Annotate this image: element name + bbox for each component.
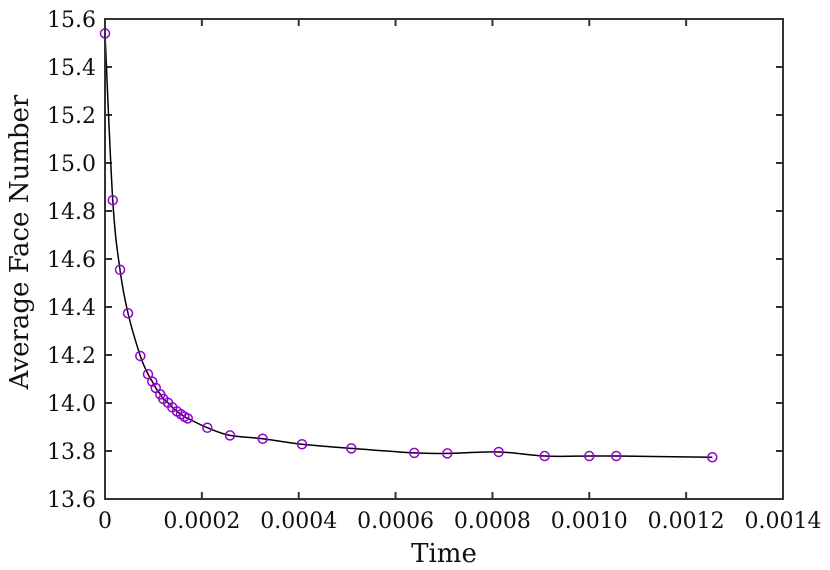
- x-tick-label: 0.0014: [745, 509, 822, 534]
- data-point-marker: [182, 413, 193, 424]
- data-point-marker: [224, 430, 236, 441]
- x-axis-ticks: [200, 19, 688, 499]
- x-tick-label: 0: [98, 509, 112, 534]
- data-point-marker: [202, 422, 213, 433]
- data-point-marker: [122, 307, 134, 319]
- plot-frame: [104, 18, 784, 500]
- y-tick-label: 15.6: [47, 8, 96, 33]
- data-point-marker: [346, 443, 357, 454]
- series-line: [104, 33, 713, 458]
- series-markers: [99, 28, 718, 463]
- data-point-marker: [584, 450, 595, 462]
- data-point-marker: [539, 450, 550, 462]
- data-point-marker: [442, 448, 453, 459]
- y-tick-label: 15.2: [47, 104, 96, 129]
- x-tick-label: 0.0010: [551, 509, 628, 534]
- y-tick-label: 14.2: [47, 344, 96, 369]
- x-tick-label: 0.0012: [648, 509, 725, 534]
- data-point-marker: [409, 447, 420, 459]
- x-tick-label: 0.0006: [357, 509, 434, 534]
- x-axis-tick-labels: 0 0.0002 0.0004 0.0006 0.0008 0.0010 0.0012 0.0…: [98, 509, 821, 534]
- data-point-marker: [611, 450, 622, 462]
- x-tick-label: 0.0004: [260, 509, 337, 534]
- x-axis-title: Time: [411, 539, 477, 569]
- x-tick-label: 0.0002: [163, 509, 240, 534]
- data-point-marker: [135, 350, 146, 362]
- y-tick-label: 14.8: [47, 200, 96, 225]
- y-tick-label: 14.6: [47, 248, 96, 273]
- data-point-marker: [257, 433, 268, 445]
- y-tick-label: 14.4: [47, 296, 96, 321]
- data-point-marker: [114, 264, 126, 276]
- data-point-marker: [107, 194, 118, 206]
- y-axis-ticks: [105, 66, 783, 452]
- x-tick-label: 0.0008: [454, 509, 531, 534]
- y-tick-label: 13.8: [47, 440, 96, 465]
- data-point-marker: [707, 451, 718, 463]
- y-axis-title: Average Face Number: [5, 94, 35, 390]
- data-point-marker: [147, 376, 158, 387]
- y-tick-label: 13.6: [47, 488, 96, 513]
- data-point-marker: [296, 439, 308, 450]
- data-point-marker: [493, 446, 504, 458]
- y-tick-label: 14.0: [47, 392, 96, 417]
- y-tick-label: 15.0: [47, 152, 96, 177]
- y-tick-label: 15.4: [47, 56, 96, 81]
- y-axis-tick-labels: 13.6 13.8 14.0 14.2 14.4 14.6 14.8 15.0 15.2 15.4…: [47, 8, 96, 513]
